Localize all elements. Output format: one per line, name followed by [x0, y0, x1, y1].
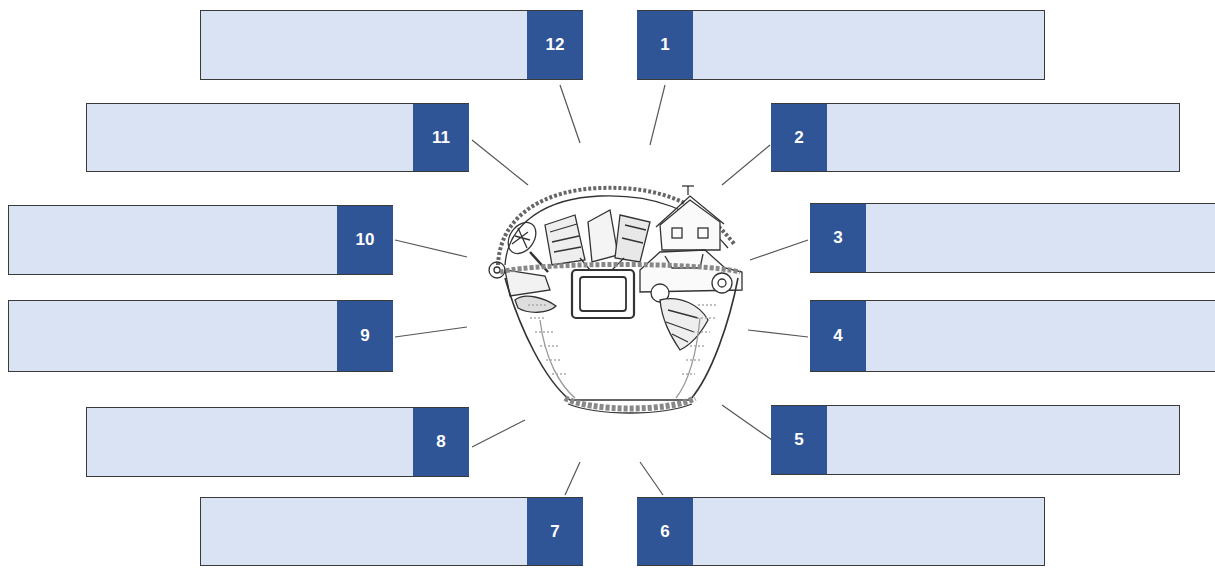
- callout-number: 11: [432, 128, 450, 148]
- number-tab: 4: [810, 301, 866, 371]
- number-tab: 8: [413, 408, 469, 476]
- number-tab: 11: [413, 104, 469, 171]
- answer-box: 5: [771, 405, 1180, 475]
- answer-box: 12: [200, 10, 583, 80]
- number-tab: 3: [810, 204, 866, 272]
- answer-box: 1: [637, 10, 1045, 80]
- answer-box: 7: [200, 497, 583, 566]
- callout-number: 8: [436, 432, 445, 452]
- number-tab: 1: [637, 11, 693, 79]
- callout-number: 7: [550, 522, 559, 542]
- callout-number: 4: [833, 326, 842, 346]
- callout-number: 5: [794, 430, 803, 450]
- callout-number: 6: [660, 522, 669, 542]
- answer-box: 4: [810, 300, 1215, 372]
- answer-box: 6: [637, 497, 1045, 566]
- number-tab: 7: [527, 498, 583, 565]
- number-tab: 2: [771, 104, 827, 171]
- callout-number: 2: [794, 128, 803, 148]
- number-tab: 12: [527, 11, 583, 79]
- number-tab: 9: [337, 301, 393, 371]
- number-tab: 10: [337, 206, 393, 274]
- number-tab: 5: [771, 406, 827, 474]
- answer-box: 2: [771, 103, 1180, 172]
- callout-number: 12: [546, 35, 565, 55]
- callout-number: 9: [360, 326, 369, 346]
- answer-box: 9: [8, 300, 393, 372]
- callout-number: 1: [660, 35, 669, 55]
- answer-box: 8: [86, 407, 469, 477]
- number-tab: 6: [637, 498, 693, 565]
- answer-box: 3: [810, 203, 1215, 273]
- leader-lines: [395, 85, 808, 495]
- answer-box: 11: [86, 103, 469, 172]
- callout-number: 10: [356, 230, 375, 250]
- answer-box: 10: [8, 205, 393, 275]
- basket-drawing: [489, 186, 742, 413]
- callout-number: 3: [833, 228, 842, 248]
